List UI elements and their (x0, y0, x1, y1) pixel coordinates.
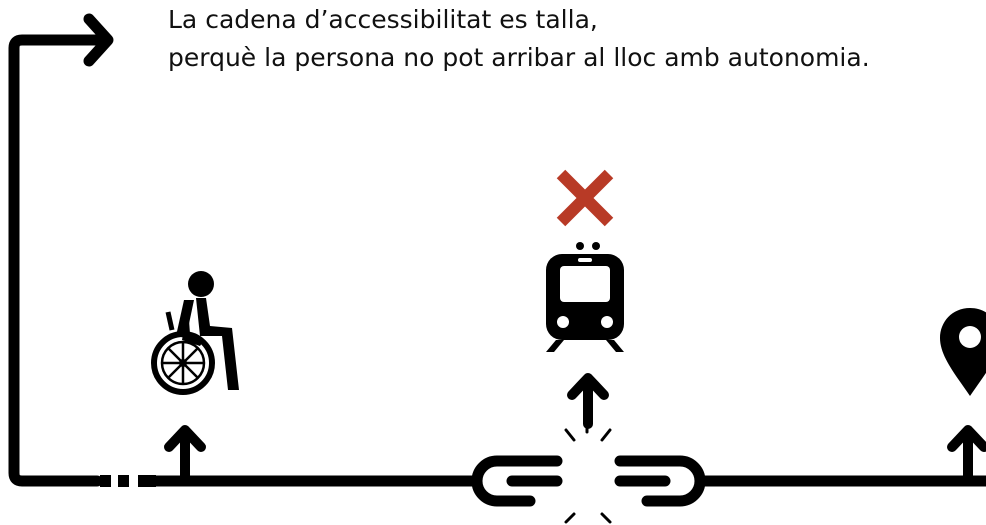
caption-line-1: La cadena d’accessibilitat es talla, (168, 5, 598, 34)
train-icon (546, 242, 624, 352)
broken-chain-icon (471, 418, 706, 524)
up-arrow-icon (947, 425, 986, 481)
up-arrow-icon (164, 425, 206, 481)
wheelchair-user-icon (151, 271, 239, 395)
path-dashes (100, 475, 156, 487)
blocked-x-icon (556, 169, 614, 227)
location-pin-icon (940, 308, 986, 396)
caption-line-2: perquè la persona no pot arribar al lloc… (168, 43, 870, 72)
up-arrow-icon (567, 373, 609, 429)
return-arrow-icon (8, 13, 114, 487)
diagram-caption: La cadena d’accessibilitat es talla, per… (168, 0, 870, 77)
